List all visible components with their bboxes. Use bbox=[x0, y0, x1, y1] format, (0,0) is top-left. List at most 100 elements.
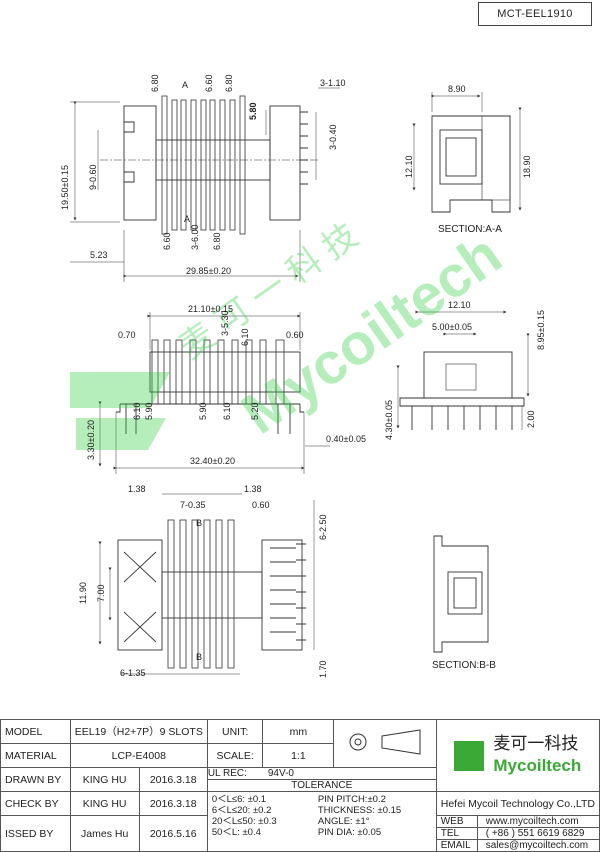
material-label: MATERIAL bbox=[0, 743, 71, 768]
tol-1: 0＜L≤6: ±0.1 bbox=[211, 794, 267, 805]
check-date: 2016.3.18 bbox=[138, 791, 208, 816]
dim-9: 9-0.60 bbox=[88, 164, 98, 190]
dim-v2: 7.00 bbox=[96, 584, 106, 602]
dim-e1: 7-0.35 bbox=[180, 500, 206, 510]
tol-5: PIN PITCH:±0.2 bbox=[317, 794, 386, 805]
dim-g: 6.80 bbox=[212, 232, 222, 250]
dim-s: 0.70 bbox=[118, 330, 136, 340]
tol-3: 20＜L≤50: ±0.3 bbox=[211, 816, 277, 827]
dim-k-sec: 12.10 bbox=[404, 155, 414, 178]
dim-f1: 6-1.35 bbox=[120, 668, 146, 678]
tol-2: 6＜L≤20: ±0.2 bbox=[211, 805, 272, 816]
dim-v: 5.90 bbox=[198, 402, 208, 420]
unit-value: mm bbox=[262, 719, 335, 744]
dim-p: 4.30±0.05 bbox=[384, 400, 394, 440]
dim-d1: 1.38 bbox=[128, 484, 146, 494]
projection-symbol bbox=[333, 719, 437, 768]
dim-b-top: B bbox=[196, 518, 202, 528]
dim-e: 3-6.00 bbox=[190, 224, 200, 250]
dim-b: 19.50±0.15 bbox=[60, 165, 70, 210]
web-value[interactable]: www.mycoiltech.com bbox=[476, 816, 579, 827]
issued-value: James Hu bbox=[69, 815, 140, 852]
tol-6: THICKNESS: ±0.15 bbox=[317, 805, 402, 816]
section-a-caption: SECTION:A-A bbox=[438, 224, 502, 235]
company-en: Mycoiltech bbox=[493, 755, 582, 775]
dim-t: 21.10±0.15 bbox=[188, 304, 233, 314]
dim-l: 18.90 bbox=[522, 155, 532, 178]
top-view bbox=[70, 87, 340, 282]
logo-icon bbox=[454, 740, 485, 771]
issued-label: ISSED BY bbox=[0, 815, 71, 852]
company-logo: 麦可一科技 Mycoiltech bbox=[435, 719, 600, 792]
dim-a-bottom: A bbox=[184, 214, 190, 224]
ulrec-label: UL REC: bbox=[207, 768, 247, 779]
email-value[interactable]: sales@mycoiltech.com bbox=[476, 840, 588, 851]
bottom-view bbox=[98, 493, 315, 675]
dim-z: 6.10 bbox=[222, 402, 232, 420]
drawing-code: MCT-EEL1910 bbox=[478, 2, 592, 26]
dim-pin: 0.40±0.05 bbox=[326, 434, 366, 444]
material-value: LCP-E4008 bbox=[69, 743, 208, 768]
ul-rec-row: UL REC: 94V-0 bbox=[207, 768, 436, 780]
dim-u2: 5.90 bbox=[144, 402, 154, 420]
dim-m: 8.90 bbox=[448, 84, 466, 94]
technical-drawing: 麦 可 一 科 技 Mycoiltech 6.80 A 6.60 6.80 3-… bbox=[60, 74, 546, 678]
projection-icon bbox=[349, 729, 421, 755]
dim-h2: 2.00 bbox=[526, 410, 536, 428]
dim-r: 0.60 bbox=[286, 330, 304, 340]
dim-a-top: A bbox=[182, 80, 188, 90]
dim-h1: 0.60 bbox=[252, 500, 270, 510]
dim-o: 5.00±0.05 bbox=[432, 322, 472, 332]
model-label: MODEL bbox=[0, 719, 71, 744]
drawn-value: KING HU bbox=[69, 767, 140, 792]
issued-date: 2016.5.16 bbox=[138, 815, 208, 852]
drawn-date: 2016.3.18 bbox=[138, 767, 208, 792]
dim-g1: 1.38 bbox=[244, 484, 262, 494]
check-value: KING HU bbox=[69, 791, 140, 816]
title-block: MODEL EEL19（H2+7P）9 SLOTS UNIT: mm 麦可一科技… bbox=[0, 719, 600, 852]
dim-b1: 3.30±0.20 bbox=[86, 420, 96, 460]
dim-f: 6.60 bbox=[204, 74, 214, 92]
dim-c: 6.80 bbox=[150, 74, 160, 92]
dim-r1: 6-2.50 bbox=[318, 514, 328, 540]
section-b-view bbox=[433, 535, 489, 653]
dim-total-top: 29.85±0.20 bbox=[186, 266, 231, 276]
dim-q: 8.95±0.15 bbox=[536, 310, 546, 350]
scale-label: SCALE: bbox=[206, 743, 264, 768]
dim-j: 3-1.10 bbox=[320, 78, 346, 88]
tol-4: 50＜L: ±0.4 bbox=[211, 827, 261, 838]
company-cn: 麦可一科技 bbox=[493, 733, 579, 754]
section-b-caption: SECTION:B-B bbox=[432, 660, 496, 671]
tol-7: ANGLE: ±1° bbox=[317, 816, 370, 827]
dim-c1: 32.40±0.20 bbox=[190, 456, 235, 466]
check-label: CHECK BY bbox=[0, 791, 71, 816]
side-view bbox=[396, 310, 530, 430]
dim-h: 6.80 bbox=[224, 74, 234, 92]
dim-v1: 11.90 bbox=[78, 582, 88, 604]
dim-k3: 3-0.40 bbox=[328, 124, 338, 150]
scale-value: 1:1 bbox=[262, 743, 335, 768]
dim-d: 6.60 bbox=[162, 232, 172, 250]
email-label: EMAIL bbox=[440, 840, 471, 851]
dim-i: 5.80 bbox=[248, 102, 258, 120]
section-a-view bbox=[412, 92, 522, 213]
tel-label: TEL bbox=[440, 828, 460, 839]
dim-b-bottom: B bbox=[196, 652, 202, 662]
dim-left: 5.23 bbox=[90, 250, 108, 260]
drawn-label: DRAWN BY bbox=[0, 767, 71, 792]
dim-a1: 5.20 bbox=[250, 402, 260, 420]
dim-bottom: 1.70 bbox=[318, 660, 328, 678]
web-label: WEB bbox=[440, 816, 464, 827]
dim-w: 3-5.30 bbox=[220, 310, 230, 336]
tel-value: ( +86 ) 551 6619 6829 bbox=[476, 828, 584, 839]
dim-y: 6.10 bbox=[240, 328, 250, 346]
company-full: Hefei Mycoil Technology Co.,LTD bbox=[435, 791, 600, 816]
front-view bbox=[98, 312, 330, 474]
model-value: EEL19（H2+7P）9 SLOTS bbox=[69, 719, 208, 744]
tolerance-label: TOLERANCE bbox=[291, 780, 353, 791]
unit-label: UNIT: bbox=[206, 719, 264, 744]
ulrec-value: 94V-0 bbox=[267, 768, 294, 779]
dim-u: 6.10 bbox=[132, 402, 142, 420]
tol-8: PIN DIA: ±0.05 bbox=[317, 827, 382, 838]
